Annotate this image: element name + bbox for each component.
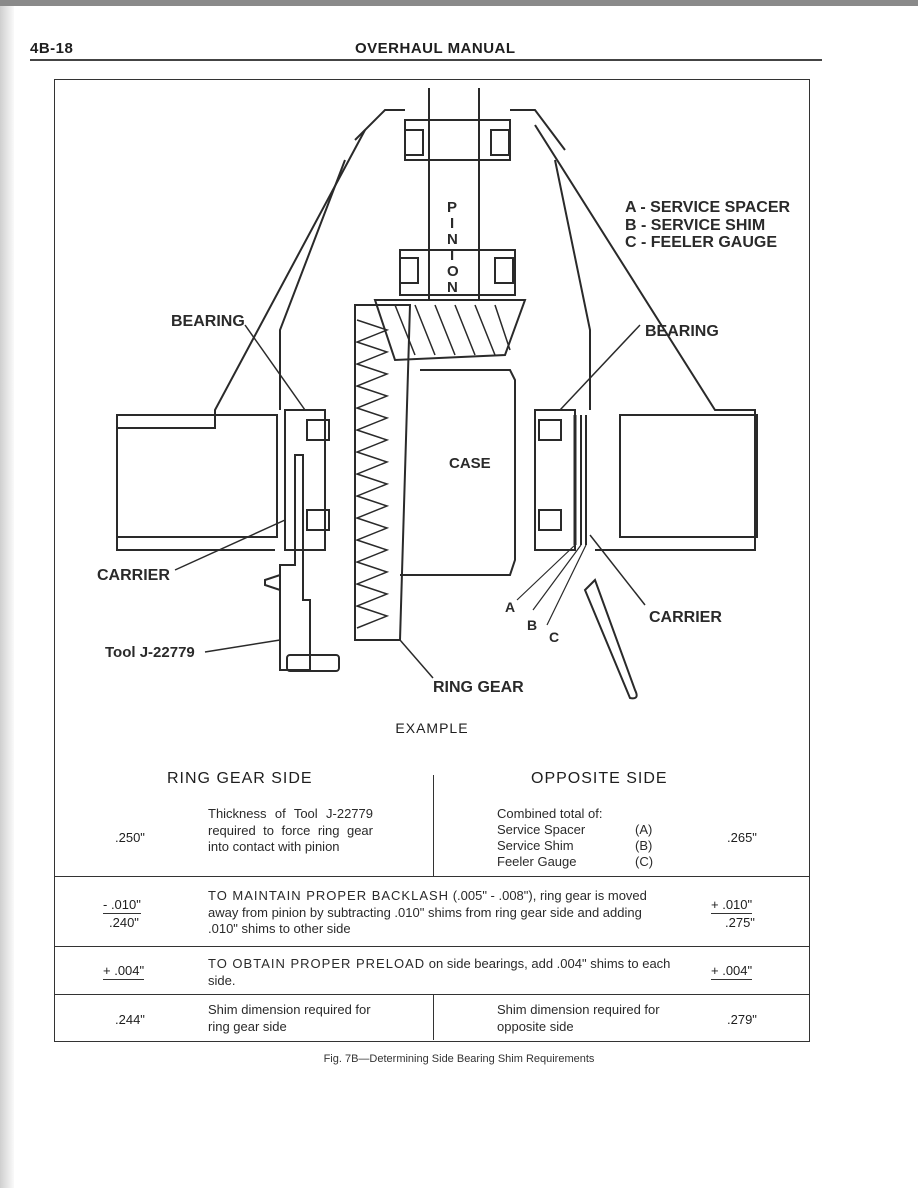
final-ring-gear-side-note: Shim dimension required for ring gear si… [208,1002,371,1034]
backlash-instruction-lead: TO MAINTAIN PROPER BACKLASH [208,888,450,903]
preload-left-adjust: + .004" [103,963,145,980]
bearing-roller [538,509,562,531]
label-bearing-left: BEARING [171,313,245,330]
ring-gear-side-heading: RING GEAR SIDE [167,770,313,787]
leader-carrier-left [174,519,286,571]
backlash-instruction: TO MAINTAIN PROPER BACKLASH (.005" - .00… [208,888,663,938]
pinion-letter-n: N [447,231,458,248]
legend-line-a: A - SERVICE SPACER [625,199,791,216]
preload-instruction: TO OBTAIN PROPER PRELOAD on side bearing… [208,956,673,989]
row-divider [55,946,809,947]
figure-caption: Fig. 7B—Determining Side Bearing Shim Re… [323,1053,595,1065]
service-shim-label: Service Shim [497,838,574,853]
feeler-gauge-code: (C) [635,854,654,869]
left-axle-tube [116,414,278,538]
page-edge-shadow [0,0,14,1188]
service-shim-code: (B) [635,838,653,853]
leader-tool [204,639,281,653]
differential-case [400,369,516,576]
service-spacer-code: (A) [635,822,653,837]
leader-b [532,544,582,611]
final-opposite-side-value: .279" [727,1012,757,1027]
leader-carrier-right [589,534,646,606]
preload-right-adjust: + .004" [711,963,753,980]
right-axle-tube [619,414,758,538]
leader-bearing-right [559,324,641,411]
leader-c [546,544,587,626]
differential-diagram: A - SERVICE SPACER B - SERVICE SHIM C - … [97,88,791,700]
top-border [0,0,918,6]
legend-line-c: C - FEELER GAUGE [625,234,777,251]
column-divider [433,775,434,876]
example-title: EXAMPLE [395,720,469,736]
carrier-outline [510,109,566,151]
manual-title: OVERHAUL MANUAL [355,40,516,57]
pinion-teeth [394,304,511,356]
opposite-side-value: .265" [727,830,757,845]
bearing-roller [538,419,562,441]
label-a: A [505,599,515,615]
preload-instruction-lead: TO OBTAIN PROPER PRELOAD [208,956,426,971]
label-carrier-left: CARRIER [97,567,170,584]
page-number: 4B-18 [30,40,74,57]
ring-gear [354,304,412,641]
row-divider [55,994,809,995]
backlash-instruction-rest: (.005" - .008"), ring gear is moved away… [208,888,647,936]
ring-gear-side-value: .250" [115,830,145,845]
leader-bearing-left [244,324,306,411]
bearing-roller [306,509,330,531]
label-c: C [549,629,559,645]
ring-gear-teeth [354,319,390,629]
bearing-roller [490,129,510,156]
tool-knurled-knob [286,654,340,672]
label-case: CASE [449,455,491,472]
service-spacer-label: Service Spacer [497,822,586,837]
bearing-roller [306,419,330,441]
column-divider [433,994,434,1040]
row-divider [55,876,809,877]
label-ring-gear: RING GEAR [433,679,524,696]
label-b: B [527,617,537,633]
leader-ring-gear [399,639,434,679]
carrier-right-body [534,124,756,551]
backlash-right-result: .275" [725,915,755,930]
pinion-letter-p: P [447,199,457,216]
final-opposite-side-note: Shim dimension required for opposite sid… [497,1002,660,1034]
figure-frame: A - SERVICE SPACER B - SERVICE SHIM C - … [54,79,810,1042]
opposite-side-heading: OPPOSITE SIDE [531,770,668,787]
header-rule [30,59,822,61]
pinion-letter-i2: I [450,247,454,264]
carrier-left-body [116,129,366,551]
preload-instruction-rest: on side bearings, add .004" shims to eac… [208,956,671,988]
pinion-letter-n2: N [447,279,458,296]
final-ring-gear-side-value: .244" [115,1012,145,1027]
bearing-roller [404,129,424,156]
combined-total-label: Combined total of: [497,806,603,821]
feeler-gauge-handle [583,578,638,700]
leader-a [516,544,576,601]
tool-thickness-note: Thickness of Tool J-22779 required to fo… [208,806,373,854]
backlash-right-adjust: + .010" [711,897,753,914]
feeler-gauge-label: Feeler Gauge [497,854,577,869]
pinion-letter-i: I [450,215,454,232]
legend-line-b: B - SERVICE SHIM [625,217,765,234]
label-bearing-right: BEARING [645,323,719,340]
tool-thumb-screw [264,573,281,592]
pinion-gear [373,299,527,362]
backlash-left-result: .240" [109,915,139,930]
bearing-roller [399,257,419,284]
bearing-roller [494,257,514,284]
carrier-left-inner [279,159,346,410]
pinion-letter-o: O [447,263,459,280]
label-tool: Tool J-22779 [105,644,195,661]
backlash-left-adjust: - .010" [103,897,141,914]
label-carrier-right: CARRIER [649,609,722,626]
carrier-right-inner [554,159,591,410]
